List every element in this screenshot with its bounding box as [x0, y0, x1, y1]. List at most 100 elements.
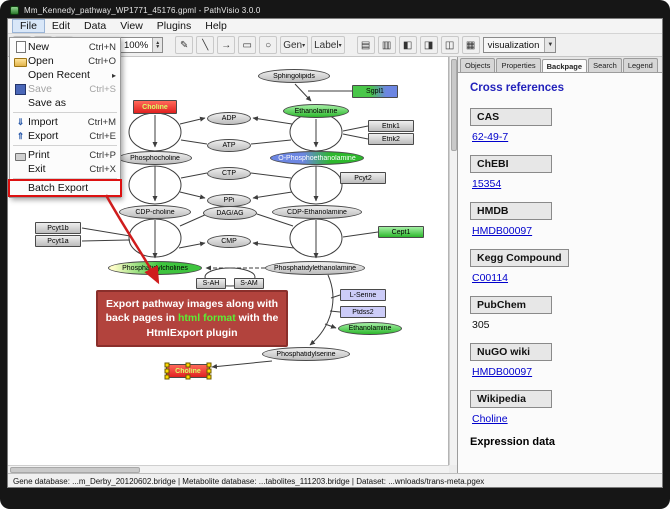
selection-handle[interactable] — [186, 363, 191, 368]
pathway-node-dag-ag[interactable]: DAG/AG — [203, 206, 257, 220]
pathway-node-adp[interactable]: ADP — [207, 112, 251, 125]
pathway-node-cept1[interactable]: Cept1 — [378, 226, 424, 238]
file-menu-item-save[interactable]: SaveCtrl+S — [10, 82, 120, 96]
edit-pencil-icon: ✎ — [180, 40, 188, 51]
selection-handle[interactable] — [207, 369, 212, 374]
tab-backpage[interactable]: Backpage — [542, 59, 587, 73]
pathway-node-ctp[interactable]: CTP — [207, 167, 251, 180]
rect-shape-tool-icon: ▭ — [242, 40, 251, 51]
vertical-scrollbar[interactable] — [449, 57, 457, 465]
crossref-link[interactable]: Choline — [472, 413, 650, 425]
pathway-node-cdp-ethanolamine[interactable]: CDP-Ethanolamine — [272, 205, 362, 219]
pathway-node-phosphatidylcholines[interactable]: Phosphatidylcholines — [108, 261, 202, 275]
node-label: CDP-Ethanolamine — [286, 209, 348, 216]
menu-item-shortcut: Ctrl+N — [89, 42, 116, 53]
backpage-sections: CAS62-49-7ChEBI15354HMDBHMDB00097Kegg Co… — [470, 107, 650, 425]
pathway-node-cmp[interactable]: CMP — [207, 235, 251, 248]
backpage-section: WikipediaCholine — [470, 389, 650, 425]
menubar-item-edit[interactable]: Edit — [45, 19, 77, 33]
save-icon — [15, 84, 26, 95]
selection-handle[interactable] — [165, 363, 170, 368]
pathway-node-phosphocholine[interactable]: Phosphocholine — [118, 151, 192, 165]
ellipse-shape-tool-button[interactable]: ○ — [259, 36, 277, 54]
menubar-item-help[interactable]: Help — [198, 19, 234, 33]
tab-objects[interactable]: Objects — [460, 58, 495, 72]
line-tool-icon: ╲ — [202, 40, 208, 51]
align-center-x-button[interactable]: ▤ — [357, 36, 375, 54]
tab-legend[interactable]: Legend — [623, 58, 658, 72]
pathway-node-etnk1[interactable]: Etnk1 — [368, 120, 414, 132]
file-menu-item-print[interactable]: PrintCtrl+P — [10, 148, 120, 162]
label-datanode-button[interactable]: Label ▾ — [311, 36, 344, 54]
pathway-node-s-ah[interactable]: S-AH — [196, 278, 226, 289]
pathway-node-phosphatidylserine[interactable]: Phosphatidylserine — [262, 347, 350, 361]
file-menu-item-open-recent[interactable]: Open Recent▸ — [10, 68, 120, 82]
node-label: Sphingolipids — [272, 73, 316, 80]
stack-vertical-button[interactable]: ▦ — [462, 36, 480, 54]
pathway-node-pcyt1b[interactable]: Pcyt1b — [35, 222, 81, 234]
node-label: O-Phosphoethanolamine — [277, 155, 356, 162]
menu-separator — [13, 178, 117, 179]
pathway-node-pcyt1a[interactable]: Pcyt1a — [35, 235, 81, 247]
pathway-node-ethanolamine[interactable]: Ethanolamine — [338, 322, 402, 335]
crossref-link[interactable]: C00114 — [472, 272, 650, 284]
pathway-node-ptdss2[interactable]: Ptdss2 — [340, 306, 386, 318]
node-label: L-Serine — [349, 292, 377, 299]
menu-separator — [13, 145, 117, 146]
selection-handle[interactable] — [165, 369, 170, 374]
align-left-button[interactable]: ◧ — [399, 36, 417, 54]
selection-handle[interactable] — [207, 363, 212, 368]
menubar-item-file[interactable]: File — [12, 19, 45, 33]
tab-properties[interactable]: Properties — [496, 58, 540, 72]
zoom-combo[interactable]: 100% ▲▼ — [119, 37, 163, 53]
pathway-node-sgpl1[interactable]: Sgpl1 — [352, 85, 398, 98]
pathway-node-etnk2[interactable]: Etnk2 — [368, 133, 414, 145]
pathway-node-atp[interactable]: ATP — [207, 139, 251, 152]
align-center-y-button[interactable]: ▥ — [378, 36, 396, 54]
crossref-link[interactable]: HMDB00097 — [472, 225, 650, 237]
pathway-node-o-phosphoethanolamine[interactable]: O-Phosphoethanolamine — [270, 151, 364, 165]
gene-datanode-button[interactable]: Gen ▾ — [280, 36, 308, 54]
crossref-link[interactable]: HMDB00097 — [472, 366, 650, 378]
chevron-down-icon: ▾ — [339, 42, 342, 49]
selection-handle[interactable] — [186, 375, 191, 380]
rect-shape-tool-button[interactable]: ▭ — [238, 36, 256, 54]
zoom-spinner-icon[interactable]: ▲▼ — [152, 38, 162, 52]
edit-pencil-button[interactable]: ✎ — [175, 36, 193, 54]
tab-search[interactable]: Search — [588, 58, 622, 72]
menubar-item-view[interactable]: View — [113, 19, 150, 33]
menu-item-label: Import — [28, 116, 84, 128]
crossref-link[interactable]: 15354 — [472, 178, 650, 190]
align-right-button[interactable]: ◨ — [420, 36, 438, 54]
pathway-node-cdp-choline[interactable]: CDP-choline — [119, 205, 191, 219]
line-tool-button[interactable]: ╲ — [196, 36, 214, 54]
pathway-node-pcyt2[interactable]: Pcyt2 — [340, 172, 386, 184]
pathway-node-l-serine[interactable]: L-Serine — [340, 289, 386, 301]
node-label: Pcyt1a — [46, 238, 69, 245]
file-menu-item-import[interactable]: ⇓ImportCtrl+M — [10, 115, 120, 129]
pathway-node-choline[interactable]: Choline — [166, 364, 210, 378]
file-menu-item-save-as[interactable]: Save as — [10, 96, 120, 110]
import-icon: ⇓ — [17, 117, 25, 128]
sidepanel-tabs: ObjectsPropertiesBackpageSearchLegend — [458, 57, 662, 72]
menubar-item-data[interactable]: Data — [77, 19, 113, 33]
pathway-node-ethanolamine[interactable]: Ethanolamine — [283, 104, 349, 118]
file-menu-item-open[interactable]: OpenCtrl+O — [10, 54, 120, 68]
selection-handle[interactable] — [165, 375, 170, 380]
file-menu-item-export[interactable]: ⇑ExportCtrl+E — [10, 129, 120, 143]
selection-handle[interactable] — [207, 375, 212, 380]
arrow-tool-button[interactable]: → — [217, 36, 235, 54]
pathway-node-sphingolipids[interactable]: Sphingolipids — [258, 69, 330, 83]
visualization-combo[interactable]: visualization ▼ — [483, 37, 557, 53]
pathway-node-s-am[interactable]: S-AM — [234, 278, 264, 289]
file-menu-item-batch-export[interactable]: Batch Export — [10, 181, 120, 195]
menubar-item-plugins[interactable]: Plugins — [150, 19, 198, 33]
crossref-link[interactable]: 62-49-7 — [472, 131, 650, 143]
pathway-node-phosphatidylethanolamine[interactable]: Phosphatidylethanolamine — [265, 261, 365, 275]
file-menu-item-exit[interactable]: ExitCtrl+X — [10, 162, 120, 176]
pathway-node-choline[interactable]: Choline — [133, 100, 177, 114]
distribute-horizontal-button[interactable]: ◫ — [441, 36, 459, 54]
file-menu-item-new[interactable]: NewCtrl+N — [10, 40, 120, 54]
horizontal-scrollbar[interactable] — [8, 465, 449, 473]
menu-item-label: Save — [28, 83, 85, 95]
